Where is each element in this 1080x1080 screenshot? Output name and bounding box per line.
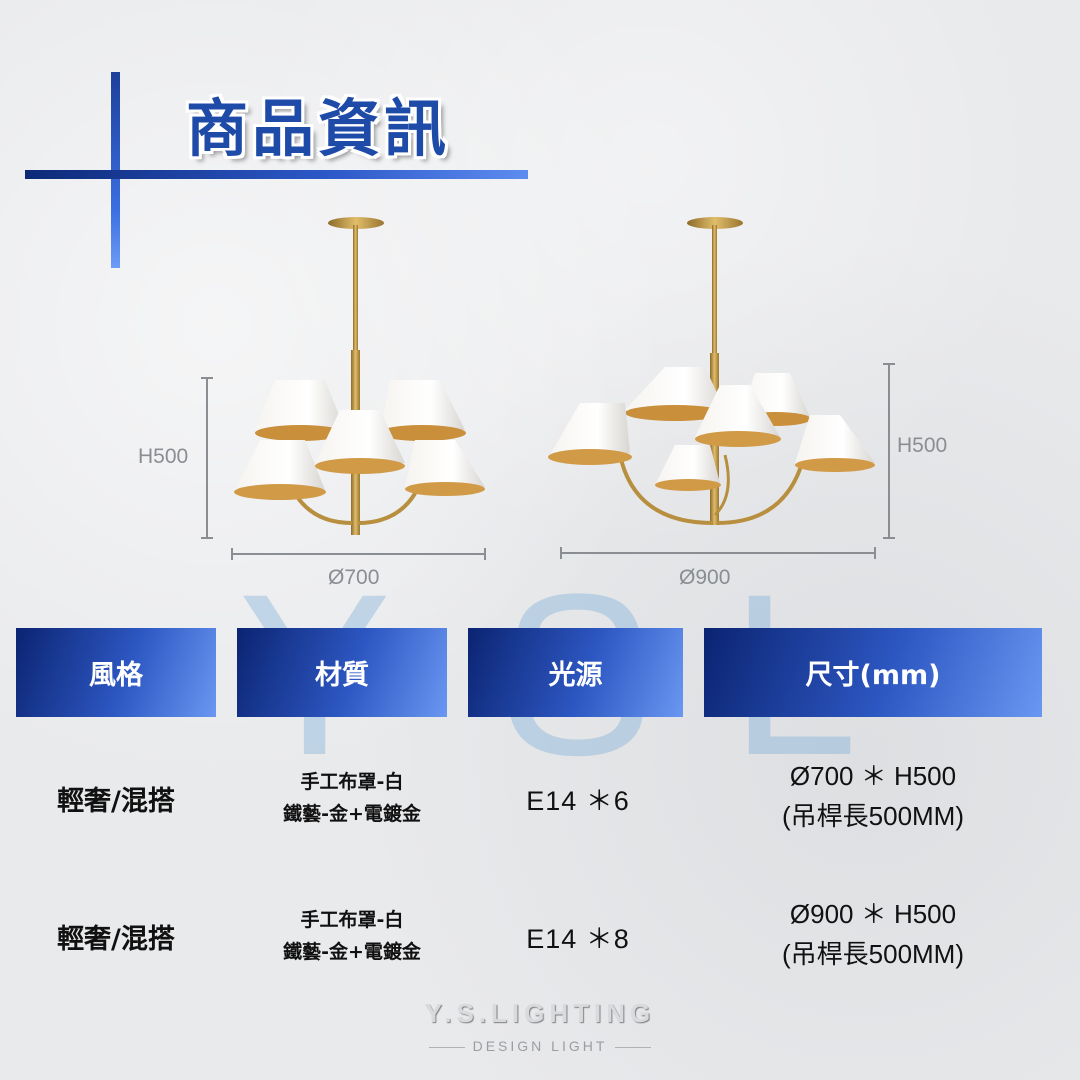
dimension-lines-product2: [560, 363, 895, 559]
table-cell-material: 手工布罩-白 鐵藝-金+電鍍金: [237, 896, 467, 976]
table-cell-size: Ø700 ＊ H500 (吊桿長500MM): [703, 756, 1043, 836]
size-line: (吊桿長500MM): [781, 801, 964, 831]
material-line: 鐵藝-金+電鍍金: [283, 941, 421, 963]
table-cell-size: Ø900 ＊ H500 (吊桿長500MM): [703, 894, 1043, 974]
product-image-chandelier-6: [234, 217, 485, 535]
table-cell-light-source: E14 ＊8: [526, 923, 630, 954]
material-line: 手工布罩-白: [300, 909, 404, 931]
dimension-lines-product1: [201, 377, 486, 560]
brand-tagline: DESIGN LIGHT: [340, 1038, 740, 1054]
width-label: Ø700: [328, 566, 380, 589]
size-line: (吊桿長500MM): [781, 939, 964, 969]
table-cell-style: 輕奢/混搭: [57, 785, 175, 817]
size-line: Ø900 ＊ H500: [789, 899, 957, 929]
column-header-material: 材質: [237, 628, 447, 717]
header-horizontal-bar: [25, 170, 528, 179]
material-line: 鐵藝-金+電鍍金: [283, 803, 421, 825]
column-header-size: 尺寸(mm): [704, 628, 1042, 717]
product-image-chandelier-8: [548, 217, 875, 525]
column-header-light-source: 光源: [468, 628, 683, 717]
brand-logo-text: Y.S.LIGHTING: [424, 998, 656, 1028]
table-cell-material: 手工布罩-白 鐵藝-金+電鍍金: [237, 758, 467, 838]
size-line: Ø700 ＊ H500: [789, 761, 957, 791]
material-line: 手工布罩-白: [300, 771, 404, 793]
column-header-style: 風格: [16, 628, 216, 717]
height-label: H500: [897, 434, 948, 457]
height-label: H500: [138, 445, 189, 468]
table-cell-light-source: E14 ＊6: [526, 785, 630, 816]
table-cell-style: 輕奢/混搭: [57, 923, 175, 955]
width-label: Ø900: [679, 566, 731, 589]
page-title: 商品資訊: [186, 92, 451, 165]
